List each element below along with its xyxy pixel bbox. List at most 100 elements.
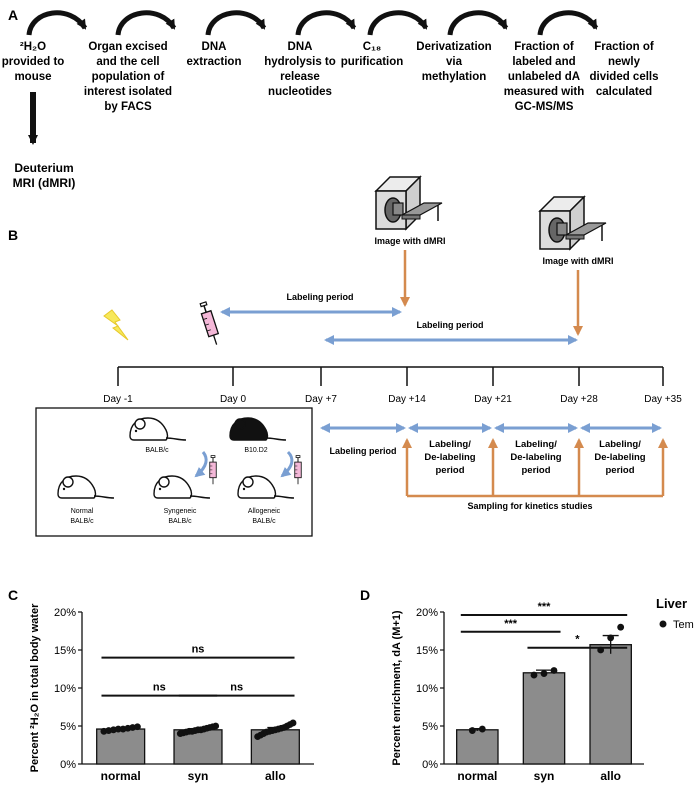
step-2-text: Organ excised	[88, 41, 167, 53]
step-1-text: mouse	[14, 71, 51, 83]
bar-normal	[96, 728, 146, 765]
step-7-text: GC-MS/MS	[515, 101, 574, 113]
delabel-period-label-3: Labeling/	[599, 439, 641, 450]
panel-a-label: A	[8, 7, 18, 23]
data-point	[114, 725, 122, 733]
y-tick-label: 15%	[54, 645, 76, 657]
data-point	[617, 623, 625, 631]
curved-arrow-6	[447, 10, 509, 36]
step-6-text: via	[446, 56, 463, 68]
step-arrows	[26, 10, 599, 36]
curved-arrow-1	[26, 10, 88, 36]
significance-label: ***	[538, 601, 552, 613]
blue-curve-arrow-2	[280, 450, 294, 478]
dmri-text: MRI (dMRI)	[13, 176, 76, 190]
step-4-text: DNA	[288, 41, 313, 53]
panel-b-label: B	[8, 227, 18, 243]
curved-arrow-2	[115, 10, 177, 36]
data-point	[212, 722, 220, 730]
y-tick-label: 10%	[54, 683, 76, 695]
step-2-text: by FACS	[104, 101, 152, 113]
y-tick-label: 20%	[416, 607, 438, 619]
legend-title: Liver	[656, 596, 687, 611]
data-point	[478, 725, 486, 733]
scanner-label-1: Image with dMRI	[374, 236, 445, 246]
step-3-text: extraction	[187, 56, 242, 68]
legend-marker	[659, 620, 667, 628]
delabel-period-label-3: period	[605, 465, 634, 476]
step-5-text: purification	[341, 56, 404, 68]
syringe-icon	[197, 300, 223, 347]
data-point	[289, 719, 297, 727]
x-tick-label: syn	[188, 769, 209, 783]
panel-c-label: C	[8, 587, 18, 603]
delabel-period-label-1: period	[435, 465, 464, 476]
curved-arrow-7	[537, 10, 599, 36]
step-7-text: Fraction of	[514, 41, 574, 53]
step-4-text: release	[280, 71, 320, 83]
curved-arrow-5	[367, 10, 429, 36]
y-tick-label: 15%	[416, 645, 438, 657]
step-7-text: labeled and	[512, 56, 575, 68]
timeline-day-label: Day +14	[388, 394, 426, 405]
bar-normal	[456, 729, 499, 765]
step-1-text: ²H₂O	[20, 41, 46, 53]
step-1-text: provided to	[2, 56, 65, 68]
timeline-day-label: Day +7	[305, 394, 337, 405]
x-tick-label: normal	[101, 769, 141, 783]
donor-2-label: B10.D2	[244, 447, 267, 454]
labeling-period-label-2: Labeling period	[416, 320, 483, 330]
delabel-period-labels: Labeling/De-labelingperiodLabeling/De-la…	[424, 439, 645, 476]
significance-label: ***	[504, 618, 518, 630]
syngeneic-mouse-label: BALB/c	[168, 518, 192, 525]
y-tick-label: 20%	[54, 607, 76, 619]
significance-label: ns	[153, 682, 166, 694]
y-tick-label: 0%	[422, 759, 438, 771]
lightning-icon	[103, 309, 129, 341]
step-4-text: hydrolysis to	[264, 56, 336, 68]
y-tick-label: 0%	[60, 759, 76, 771]
panel-d-label: D	[360, 587, 370, 603]
delabel-period-label-1: De-labeling	[424, 452, 475, 463]
data-point	[530, 671, 538, 679]
labeling-period-label-1: Labeling period	[286, 292, 353, 302]
step-8-text: Fraction of	[594, 41, 654, 53]
delabel-period-label-2: De-labeling	[510, 452, 561, 463]
step-2-text: interest isolated	[84, 86, 172, 98]
timeline-day-label: Day +35	[644, 394, 682, 405]
bar-syn	[522, 672, 566, 765]
step-6-text: methylation	[422, 71, 487, 83]
mri-scanner-icon-1	[375, 176, 443, 230]
y-axis-label: Percent enrichment, dA (M+1)	[391, 610, 403, 765]
step-5-text: C₁₈	[363, 41, 381, 53]
allogeneic-mouse-label: BALB/c	[252, 518, 276, 525]
step-8-text: calculated	[596, 86, 652, 98]
donor-1-label: BALB/c	[145, 447, 169, 454]
normal-mouse-label: Normal	[71, 508, 94, 515]
chart-c: 0%5%10%15%20%Percent ²H₂O in total body …	[29, 603, 314, 783]
data-point	[134, 723, 141, 731]
y-tick-label: 5%	[60, 721, 76, 733]
significance-label: ns	[230, 682, 243, 694]
sampling-bracket	[402, 438, 668, 498]
bar-allo	[589, 644, 632, 765]
data-point	[468, 727, 476, 734]
data-point	[540, 670, 548, 677]
data-point	[550, 667, 558, 674]
legend-entry: Tem	[673, 619, 694, 631]
timeline-day-label: Day -1	[103, 394, 133, 405]
y-tick-label: 10%	[416, 683, 438, 695]
mri-scanner-icon-2	[539, 196, 607, 250]
curved-arrow-3	[205, 10, 267, 36]
timeline-day-label: Day +28	[560, 394, 598, 405]
y-tick-label: 5%	[422, 721, 438, 733]
curved-arrow-4	[295, 10, 357, 36]
mouse-group-labels: NormalBALB/cSyngeneicBALB/cAllogeneicBAL…	[70, 508, 280, 525]
step-3-text: DNA	[202, 41, 227, 53]
significance-label: ns	[192, 644, 205, 656]
step-6-text: Derivatization	[416, 41, 491, 53]
